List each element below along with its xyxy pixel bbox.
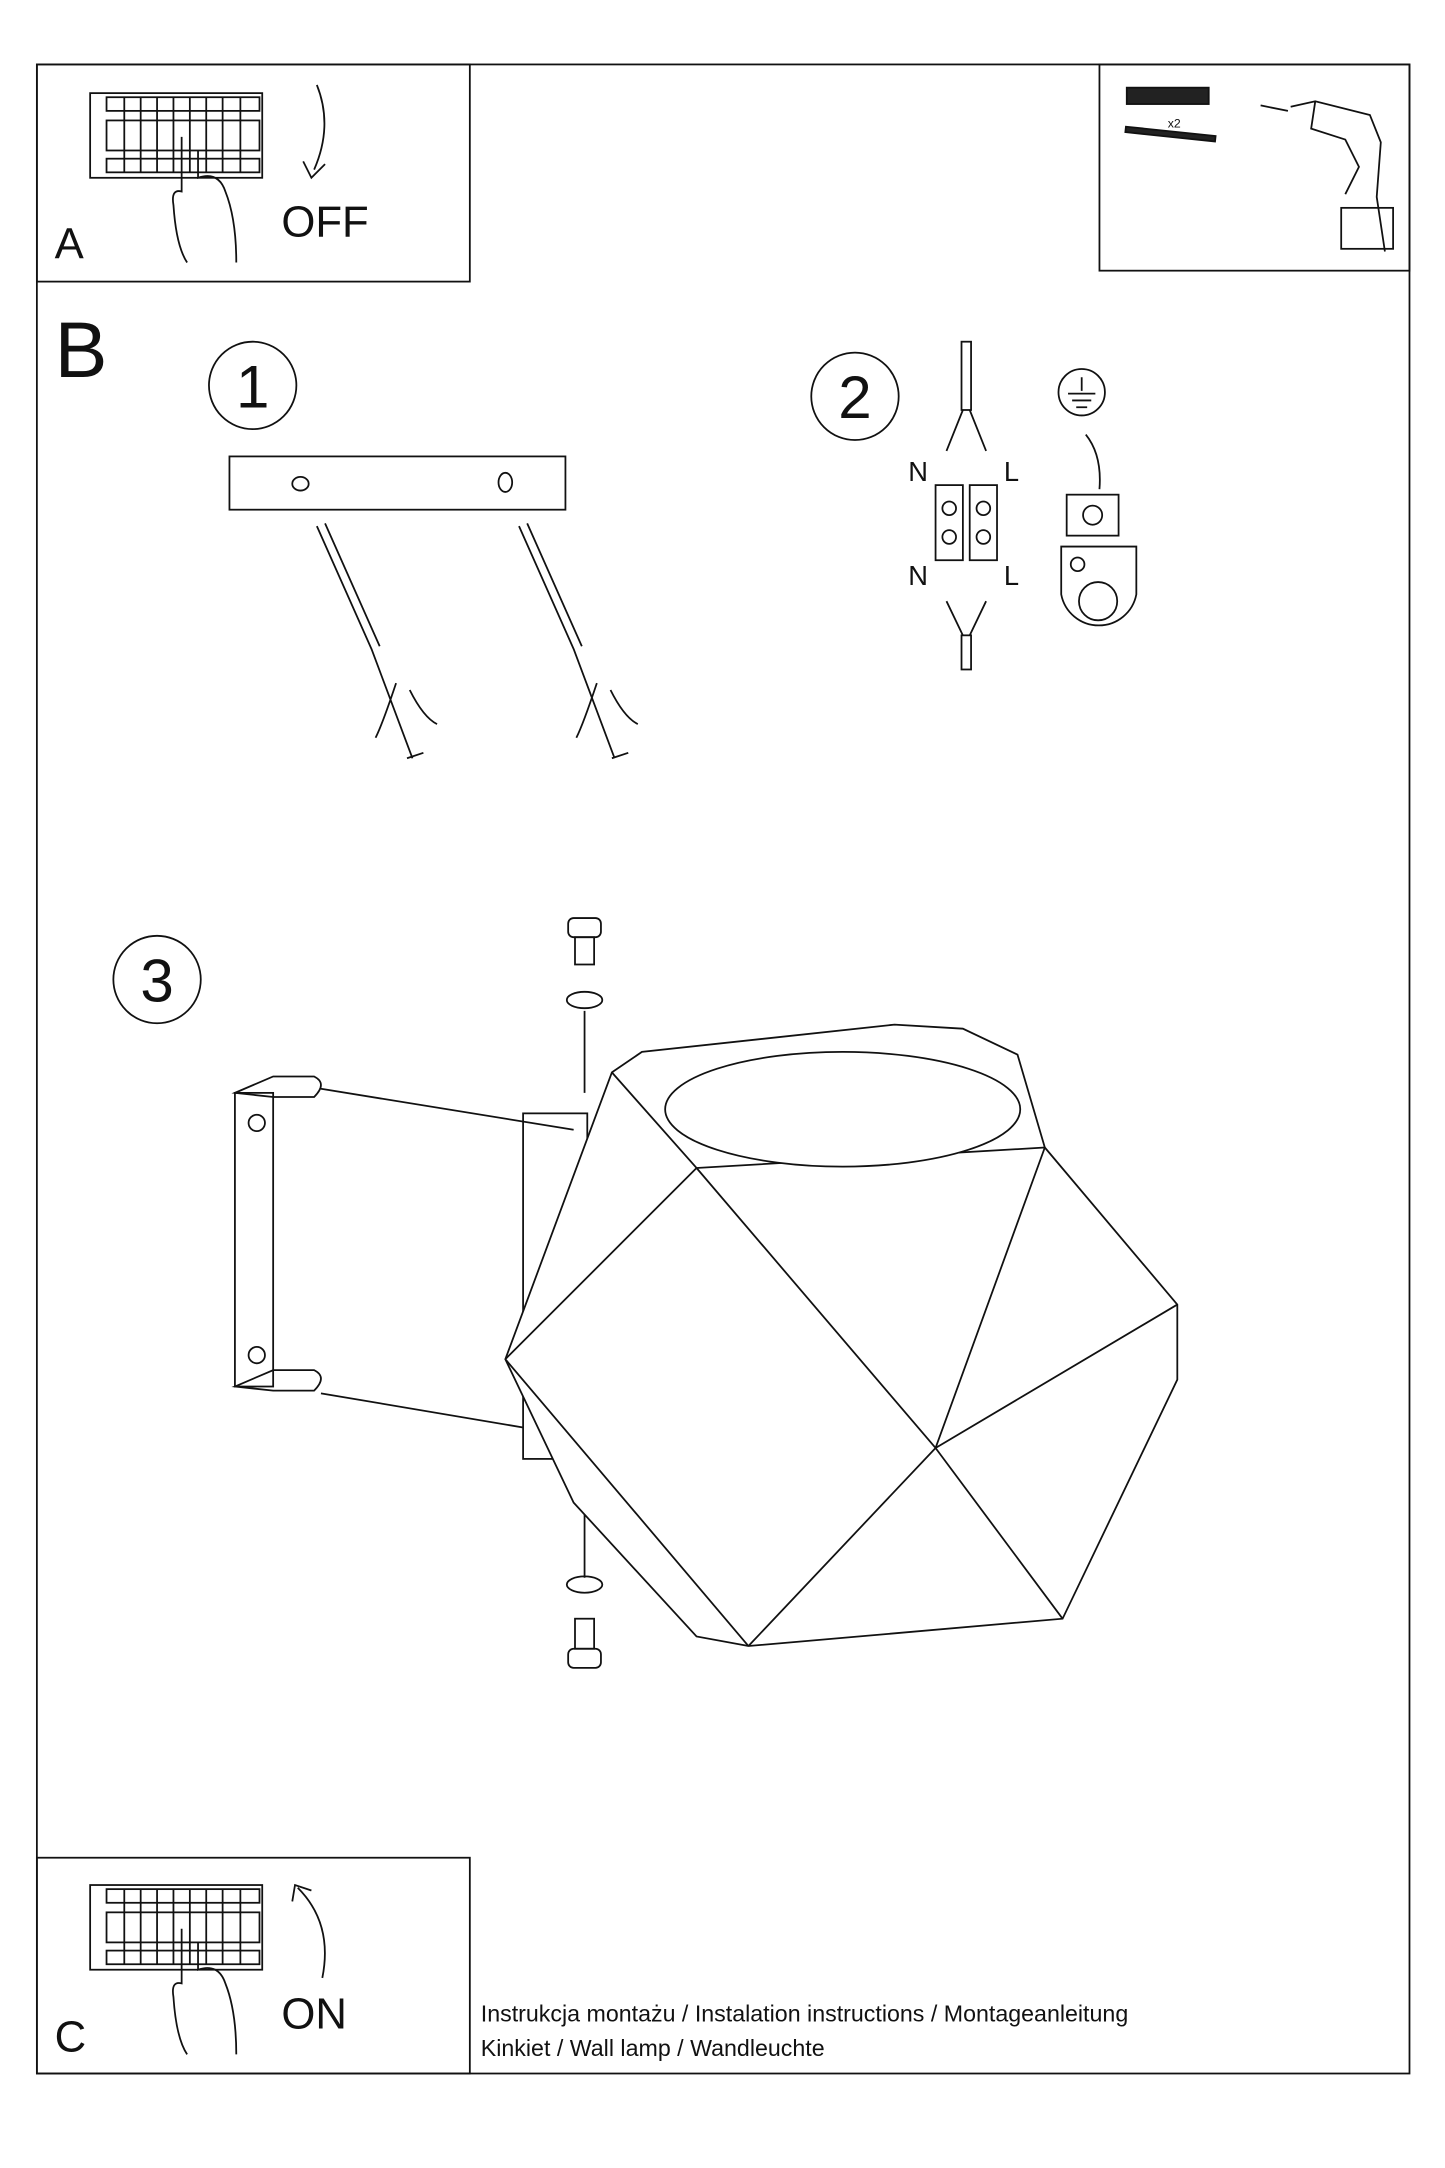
footer-title: Instrukcja montażu / Instalation instruc… xyxy=(481,2001,1128,2027)
terminal-block xyxy=(934,340,998,671)
mounting-bracket xyxy=(228,455,567,511)
panel-c-box xyxy=(35,1856,471,2075)
neutral-label-bottom: N xyxy=(908,560,928,591)
ground-terminal xyxy=(1057,368,1138,627)
breaker-panel-icon xyxy=(89,1884,264,1971)
drill-icon xyxy=(1260,100,1394,252)
panel-b-label: B xyxy=(55,305,108,394)
screw-and-plug xyxy=(316,522,639,760)
quantity-label: x2 xyxy=(1168,116,1181,130)
wall-bracket xyxy=(231,1075,589,1460)
step-1-badge xyxy=(208,340,298,430)
live-label-top: L xyxy=(1004,456,1019,487)
off-label: OFF xyxy=(281,198,368,247)
panel-a-box xyxy=(35,63,471,283)
step-2-number: 2 xyxy=(838,364,871,431)
hand-icon xyxy=(172,1928,238,2055)
tools-box xyxy=(1098,63,1411,272)
neutral-label-top: N xyxy=(908,456,928,487)
step-2-badge xyxy=(810,351,900,441)
step-1-number: 1 xyxy=(236,353,269,420)
panel-a-label: A xyxy=(55,219,85,268)
on-label: ON xyxy=(281,1989,347,2038)
lamp-shade xyxy=(504,1023,1179,1647)
outer-frame xyxy=(35,63,1411,2075)
breaker-panel-icon xyxy=(89,92,264,179)
mounting-hole xyxy=(291,476,310,492)
step-3-number: 3 xyxy=(140,947,173,1014)
step-3-badge xyxy=(112,934,202,1025)
footer-subtitle: Kinkiet / Wall lamp / Wandleuchte xyxy=(481,2035,825,2061)
wall-plug-icon xyxy=(1124,86,1217,143)
live-label-bottom: L xyxy=(1004,560,1019,591)
hand-icon xyxy=(172,136,238,263)
arrow-up-icon xyxy=(291,1883,326,1979)
mounting-hole xyxy=(497,471,514,493)
panel-c-label: C xyxy=(55,2013,87,2062)
arrow-down-icon xyxy=(302,84,326,180)
